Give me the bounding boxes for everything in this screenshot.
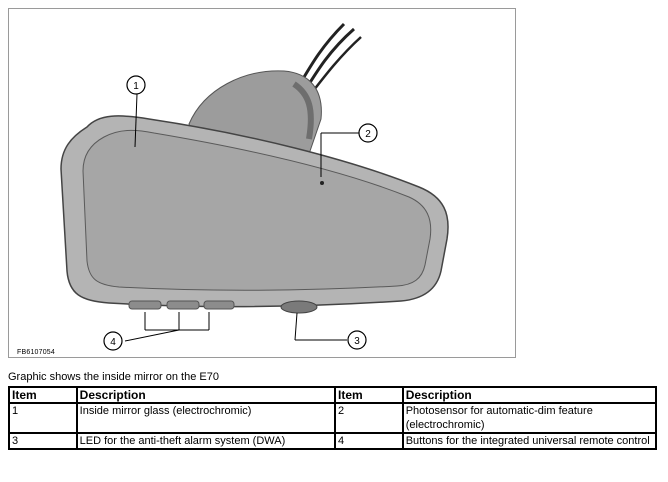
header-description-a: Description bbox=[75, 386, 337, 404]
mirror-figure: 1 2 3 4 FB6107054 bbox=[8, 8, 516, 358]
item-description: Buttons for the integrated universal rem… bbox=[401, 432, 658, 450]
legend-table: Item Description Item Description 1 Insi… bbox=[8, 386, 658, 450]
table-header-row: Item Description Item Description bbox=[8, 386, 658, 404]
table-row: 3 LED for the anti-theft alarm system (D… bbox=[8, 432, 658, 450]
callout-1-label: 1 bbox=[133, 81, 139, 92]
callout-2: 2 bbox=[358, 123, 378, 143]
item-number: 1 bbox=[8, 402, 78, 434]
mirror-illustration: 1 2 3 4 bbox=[60, 22, 449, 351]
item-number: 4 bbox=[334, 432, 404, 450]
header-item-a: Item bbox=[8, 386, 78, 404]
item-number: 3 bbox=[8, 432, 78, 450]
figure-code: FB6107054 bbox=[17, 349, 55, 356]
item-description: Photosensor for automatic-dim feature (e… bbox=[401, 402, 658, 434]
callout-4: 4 bbox=[103, 331, 123, 351]
header-description-b: Description bbox=[401, 386, 658, 404]
callout-4-label: 4 bbox=[110, 337, 116, 348]
figure-caption: Graphic shows the inside mirror on the E… bbox=[8, 371, 219, 383]
callout-3: 3 bbox=[347, 330, 367, 350]
item-description: LED for the anti-theft alarm system (DWA… bbox=[75, 432, 337, 450]
item-description: Inside mirror glass (electrochromic) bbox=[75, 402, 337, 434]
table-row: 1 Inside mirror glass (electrochromic) 2… bbox=[8, 402, 658, 434]
callout-2-label: 2 bbox=[365, 129, 371, 140]
callout-1: 1 bbox=[126, 75, 146, 95]
item-number: 2 bbox=[334, 402, 404, 434]
header-item-b: Item bbox=[334, 386, 404, 404]
callout-3-label: 3 bbox=[354, 336, 360, 347]
